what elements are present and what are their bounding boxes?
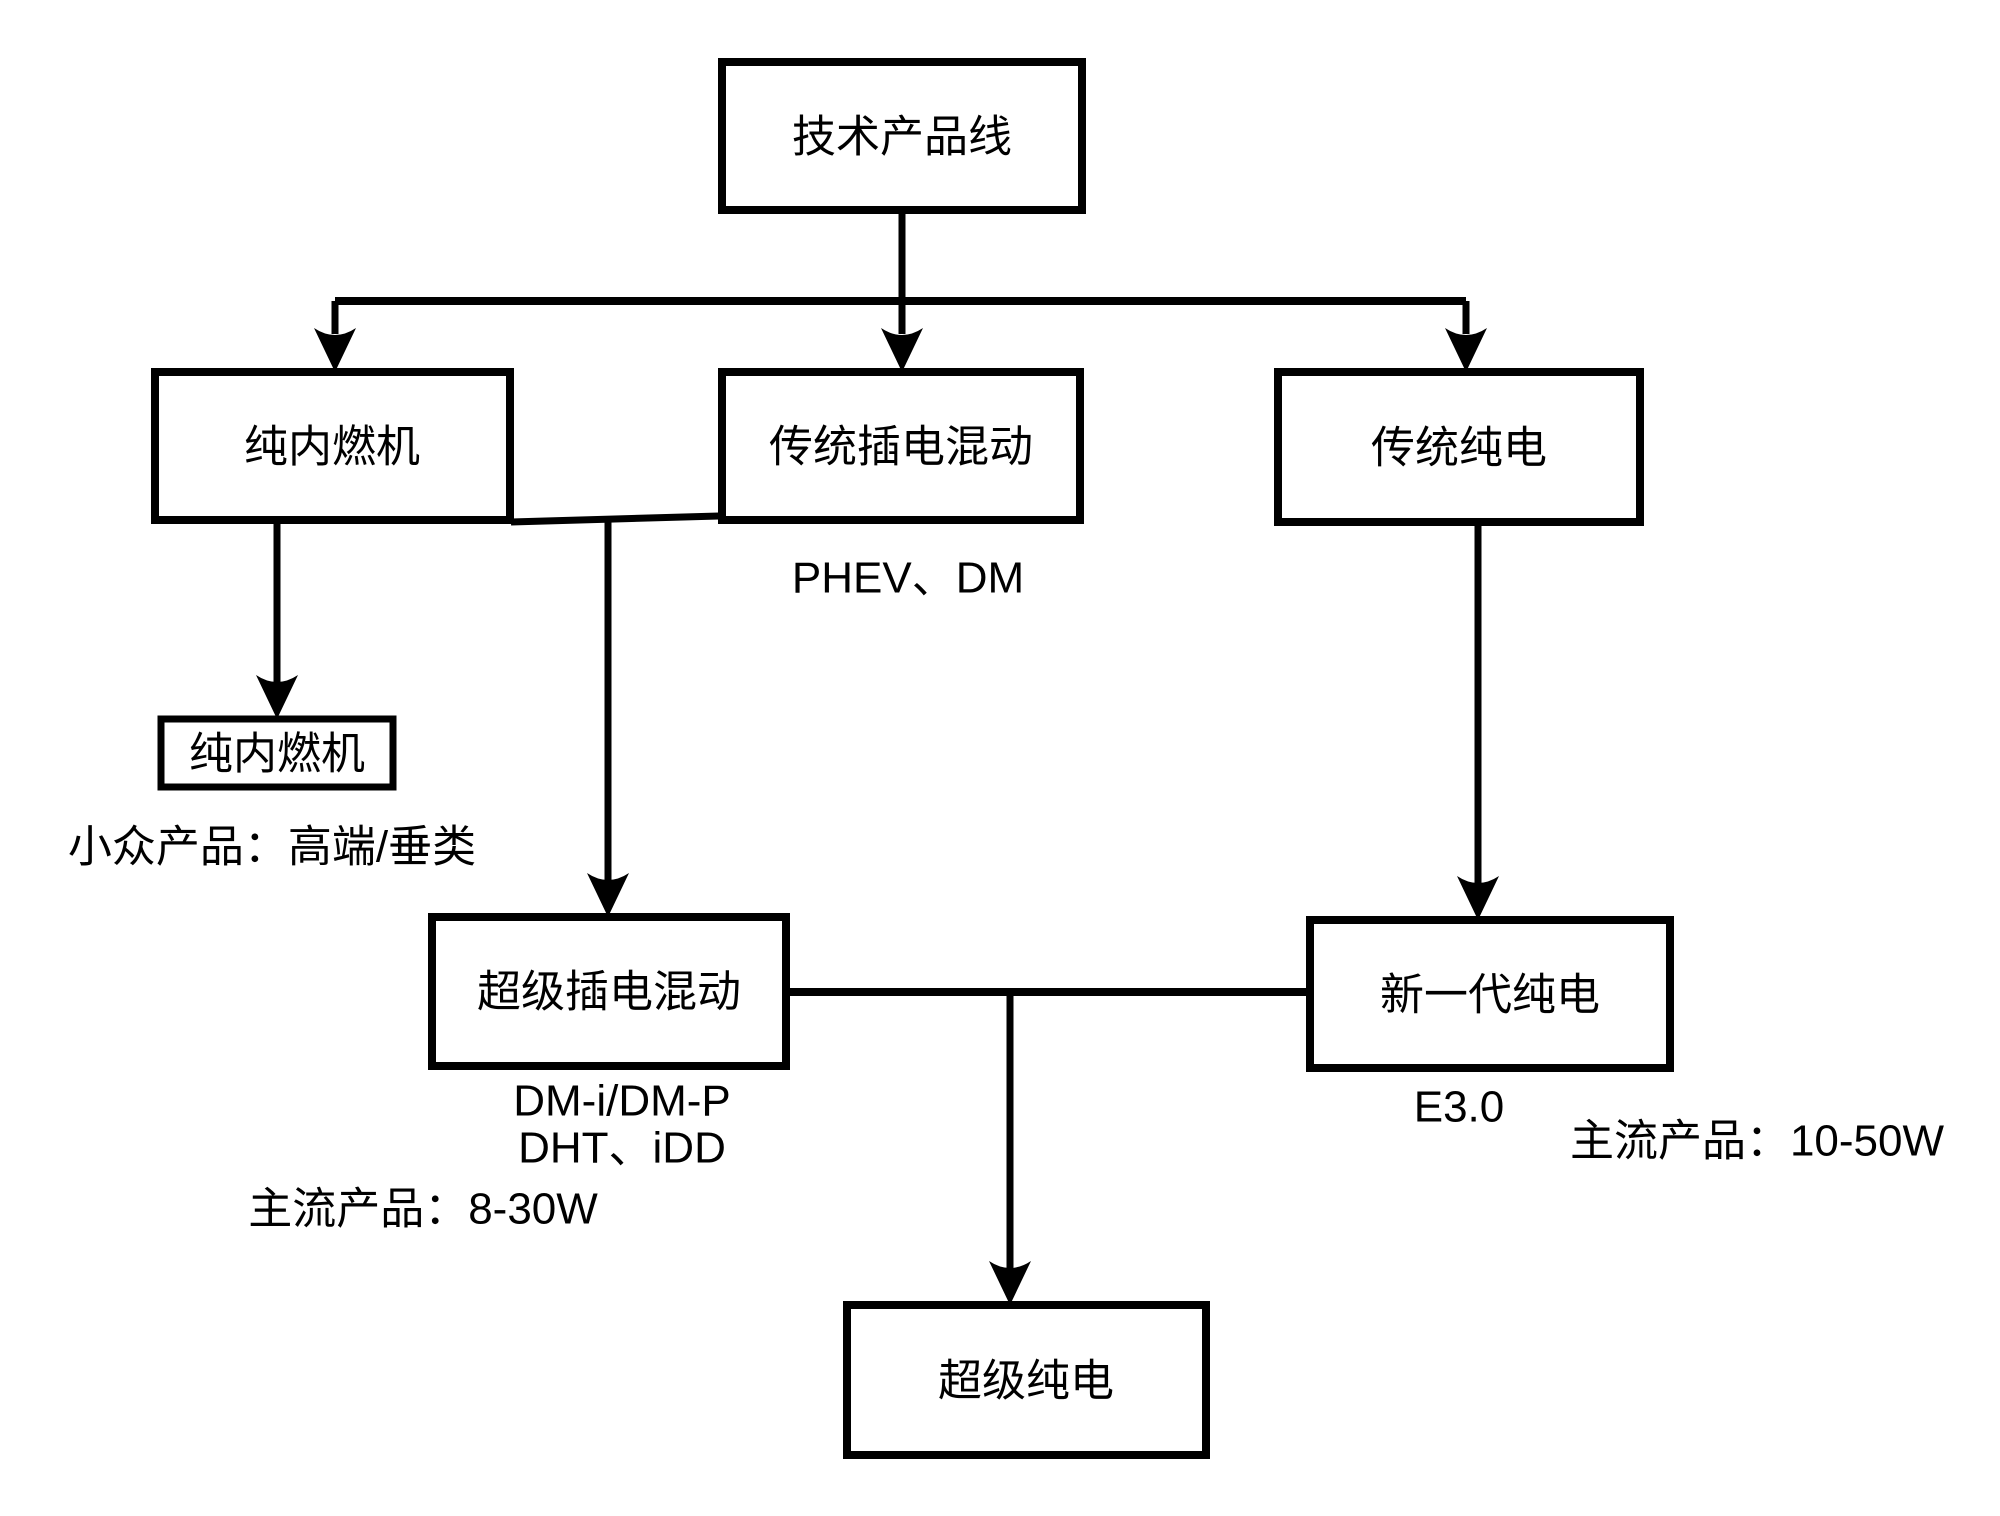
node-pure-ice-niche-label: 纯内燃机 <box>189 730 365 779</box>
node-new-gen-ev-label: 新一代纯电 <box>1380 971 1600 1020</box>
node-new-gen-ev-box <box>1306 916 1674 1072</box>
node-pure-ice-niche-box <box>157 715 397 791</box>
node-traditional-phev-label: 传统插电混动 <box>769 423 1033 472</box>
node-traditional-ev: 传统纯电 <box>1274 368 1644 526</box>
node-super-ev: 超级纯电 <box>843 1301 1210 1459</box>
node-traditional-ev-label: 传统纯电 <box>1371 424 1547 473</box>
node-root-label: 技术产品线 <box>792 113 1012 162</box>
edges <box>256 210 1499 1305</box>
node-root-box <box>718 58 1086 214</box>
arrowhead-to-super-phev <box>587 873 629 917</box>
edge-joint-slant <box>510 512 720 526</box>
arrowhead-to-niche <box>256 675 298 719</box>
annotation-traditional-phev-tech: PHEV、DM <box>792 554 1024 603</box>
arrowhead-to-traditional-ev <box>1445 328 1487 372</box>
annotation-super-phev-tech-line1: DM-i/DM-P <box>513 1077 731 1126</box>
node-pure-ice: 纯内燃机 <box>151 368 514 524</box>
node-traditional-ev-box <box>1274 368 1644 526</box>
node-super-phev: 超级插电混动 <box>428 913 790 1070</box>
node-new-gen-ev: 新一代纯电 <box>1306 916 1674 1072</box>
arrowhead-to-new-gen-ev <box>1457 876 1499 920</box>
node-pure-ice-label: 纯内燃机 <box>244 423 420 472</box>
node-root: 技术产品线 <box>718 58 1086 214</box>
annotation-super-phev-position: 主流产品：8-30W <box>248 1185 598 1234</box>
annotation-new-gen-ev-position: 主流产品：10-50W <box>1570 1117 1945 1166</box>
annotations: PHEV、DM 小众产品：高端/垂类 DM-i/DM-P DHT、iDD 主流产… <box>68 554 1945 1234</box>
node-super-phev-box <box>428 913 790 1070</box>
node-super-phev-label: 超级插电混动 <box>477 968 741 1017</box>
annotation-pure-ice-position: 小众产品：高端/垂类 <box>68 823 476 872</box>
annotation-new-gen-ev-tech: E3.0 <box>1414 1083 1505 1132</box>
arrowhead-to-pure-ice <box>314 328 356 372</box>
node-super-ev-label: 超级纯电 <box>938 1357 1114 1406</box>
arrowhead-to-super-ev <box>989 1261 1031 1305</box>
node-pure-ice-box <box>151 368 514 524</box>
node-traditional-phev: 传统插电混动 <box>718 368 1084 524</box>
node-pure-ice-niche: 纯内燃机 <box>157 715 397 791</box>
arrowhead-to-traditional-phev <box>881 328 923 372</box>
node-super-ev-box <box>843 1301 1210 1459</box>
annotation-super-phev-tech-line2: DHT、iDD <box>518 1124 726 1173</box>
node-traditional-phev-box <box>718 368 1084 524</box>
